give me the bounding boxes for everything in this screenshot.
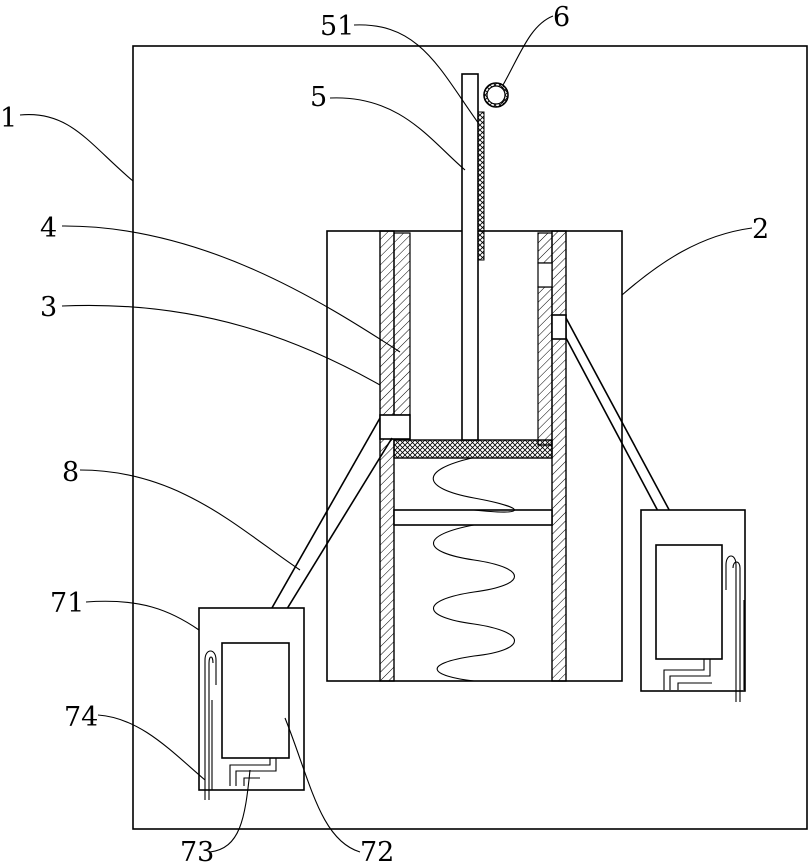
gear <box>484 83 508 107</box>
right-port <box>552 315 566 339</box>
label-6: 6 <box>553 2 570 33</box>
right-sensor-block <box>656 545 722 659</box>
left-sensor-block <box>222 643 289 758</box>
label-2: 2 <box>752 214 769 245</box>
left-port <box>380 415 410 439</box>
label-1: 1 <box>0 103 17 134</box>
label-72: 72 <box>360 837 394 867</box>
label-71: 71 <box>50 588 84 619</box>
cylinder-wall-left <box>380 231 394 681</box>
label-51: 51 <box>320 11 354 42</box>
label-4: 4 <box>40 213 57 244</box>
cylinder-wall-right <box>552 231 566 681</box>
label-5: 5 <box>310 82 327 113</box>
label-74: 74 <box>64 702 98 733</box>
middle-plate <box>394 510 552 525</box>
label-73: 73 <box>180 837 214 867</box>
label-8: 8 <box>62 457 79 488</box>
piston-plate <box>394 440 552 458</box>
label-3: 3 <box>40 292 57 323</box>
